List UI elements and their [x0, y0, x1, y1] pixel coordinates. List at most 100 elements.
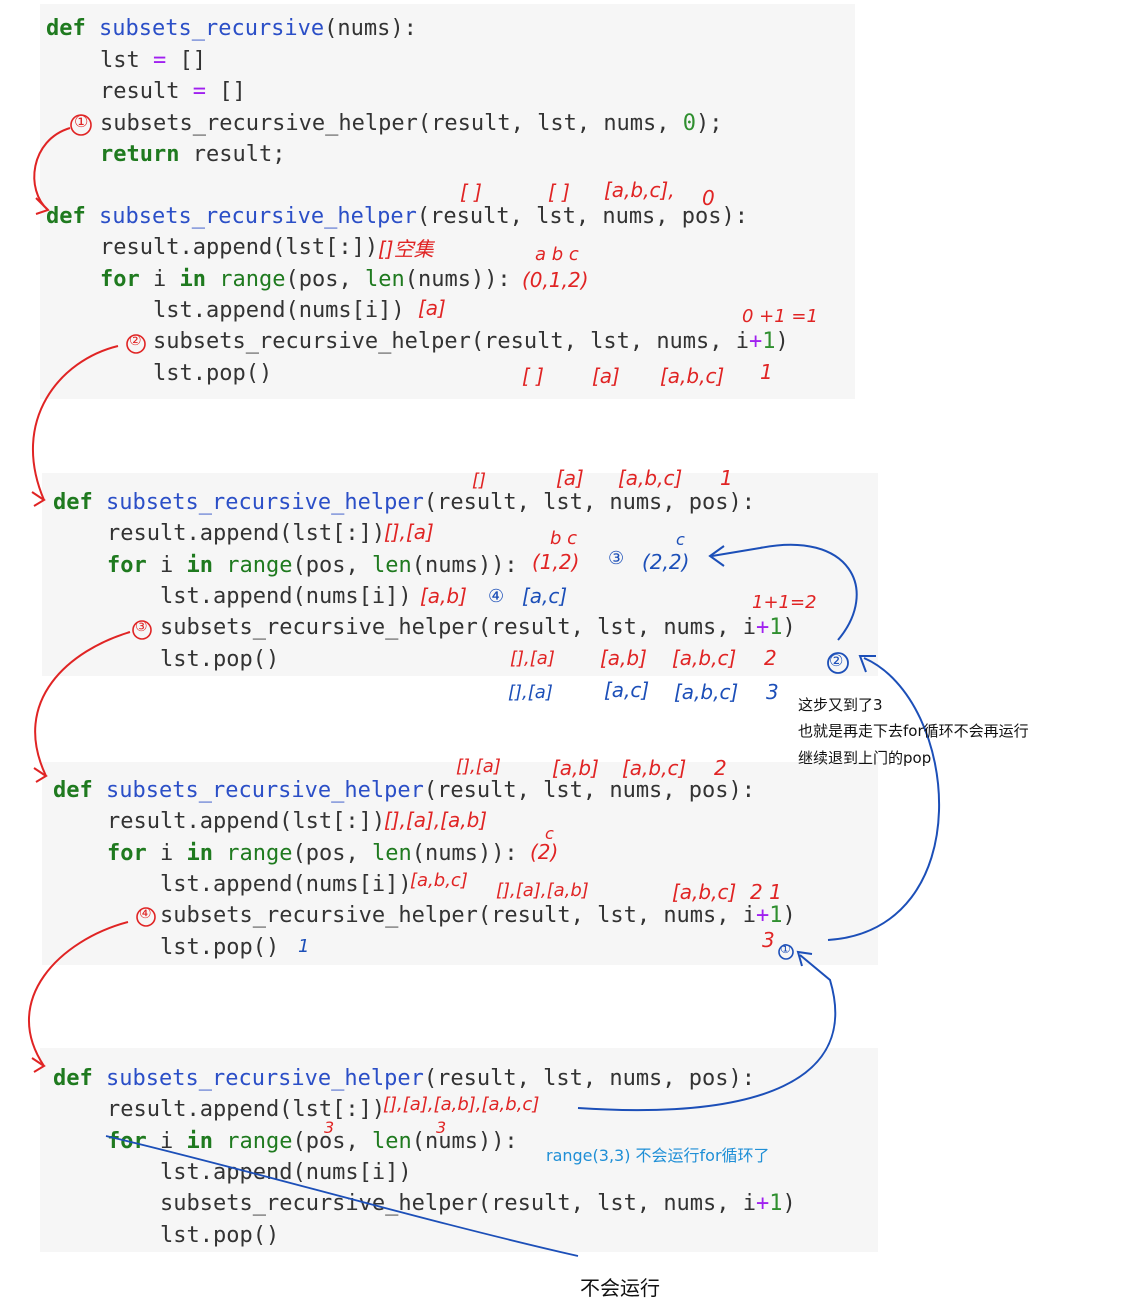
annotation-b3-calc: 1+1=2 — [752, 592, 817, 613]
annotation-b3-val-nums: [a,b,c] — [672, 646, 737, 670]
annotation-step-1: ① — [74, 112, 89, 131]
code-line-for-4: for i in range(pos, len(nums)): — [107, 1129, 518, 1154]
annotation-b3-arg-result: [] — [472, 470, 487, 491]
red-arrow-2-head — [31, 491, 46, 507]
code-line-pop-1: lst.pop() — [153, 361, 273, 386]
annotation-b3-arg-nums: [a,b,c] — [618, 466, 683, 490]
annotation-b2-calc: 0 +1 =1 — [742, 306, 818, 327]
code-line-result-init: result = [] — [100, 79, 246, 104]
code-line-def-subsets: def subsets_recursive(nums): — [46, 16, 417, 41]
blue-arrow-return-1-head — [708, 545, 725, 567]
red-arrow-4 — [28, 921, 129, 1067]
annotation-b5-three-a: 3 — [324, 1118, 335, 1137]
blue-arrow-return-3-head — [796, 950, 813, 967]
code-line-first-call: subsets_recursive_helper(result, lst, nu… — [100, 111, 723, 136]
code-line-for-3: for i in range(pos, len(nums)): — [107, 841, 518, 866]
code-line-for-2: for i in range(pos, len(nums)): — [107, 553, 518, 578]
code-block-1 — [40, 4, 855, 399]
code-line-helper-def-1: def subsets_recursive_helper(result, lst… — [46, 204, 749, 229]
annotation-b4-val-result: [],[a],[a,b] — [496, 880, 589, 901]
annotation-b3-result: [],[a] — [384, 520, 434, 544]
annotation-b3-range-letters: b c — [550, 528, 578, 549]
annotation-b2-result: []空集 — [378, 237, 434, 261]
code-line-result-append-1: result.append(lst[:]) — [100, 235, 379, 260]
annotation-step-2: ② — [129, 333, 142, 349]
code-line-recursive-call-2: subsets_recursive_helper(result, lst, nu… — [160, 615, 796, 640]
annotation-step-3: ③ — [135, 619, 148, 635]
annotation-b4-pop-mark: 1 — [298, 936, 310, 957]
annotation-b4-val-nums: [a,b,c] — [672, 880, 737, 904]
annotation-b5-three-b: 3 — [436, 1118, 447, 1137]
annotation-b5-result: [],[a],[a,b],[a,b,c] — [383, 1094, 540, 1115]
annotation-b3-range-blue: (2,2) — [642, 550, 690, 574]
annotation-b3-step-4-blue: ④ — [488, 586, 505, 607]
annotation-b4-arg-pos: 2 — [714, 756, 727, 780]
annotation-b4-three: 3 — [762, 928, 775, 952]
annotation-b3-blue-val-pos: 3 — [766, 680, 779, 704]
annotation-b2-arg-result: [ ] — [460, 180, 482, 204]
red-arrow-1 — [33, 127, 71, 211]
code-line-lst-append-3: lst.append(nums[i]) — [160, 872, 412, 897]
annotation-b3-step-3-blue: ③ — [608, 548, 625, 569]
blue-arrow-return-2 — [827, 657, 941, 941]
red-arrow-2 — [32, 345, 119, 501]
code-line-pop-3: lst.pop() — [160, 935, 280, 960]
annotation-b2-arg-nums: [a,b,c], — [604, 178, 675, 202]
red-arrow-3-head — [33, 767, 48, 783]
code-block-4 — [40, 1048, 878, 1252]
code-line-helper-def-2: def subsets_recursive_helper(result, lst… — [53, 490, 756, 515]
annotation-b4-lst: [a,b,c] — [410, 870, 468, 891]
annotation-b4-arg-lst: [a,b] — [552, 756, 599, 780]
annotation-b2-val-pos: 1 — [760, 360, 773, 384]
annotation-b2-val-lst: [a] — [592, 364, 620, 388]
code-block-2 — [42, 473, 878, 676]
annotation-b3-val-lst: [a,b] — [600, 646, 647, 670]
annotation-b3-blue-val-nums: [a,b,c] — [674, 680, 739, 704]
annotation-b3-val-pos: 2 — [764, 646, 777, 670]
code-line-result-append-2: result.append(lst[:]) — [107, 521, 386, 546]
code-line-for-1: for i in range(pos, len(nums)): — [100, 267, 511, 292]
code-block-3 — [42, 762, 878, 965]
annotation-step-4: ④ — [139, 906, 152, 922]
code-line-helper-def-4: def subsets_recursive_helper(result, lst… — [53, 1066, 756, 1091]
annotation-b3-lst: [a,b] — [420, 584, 467, 608]
code-line-return: return result; — [100, 142, 286, 167]
annotation-b3-range: (1,2) — [532, 550, 580, 574]
red-arrow-4-head — [31, 1057, 46, 1073]
annotation-b4-circle-1: ① — [780, 942, 791, 956]
annotation-b4-range-letter: c — [545, 824, 554, 843]
code-line-pop-4: lst.pop() — [160, 1223, 280, 1248]
annotation-b2-lst: [a] — [418, 296, 446, 320]
annotation-b4-val-pos: 2 1 — [750, 880, 782, 904]
red-arrow-1-head — [35, 197, 50, 215]
annotation-b3-arg-lst: [a] — [556, 466, 584, 490]
annotation-b2-arg-pos: 0 — [702, 186, 715, 210]
annotation-b3-blue-val-lst: [a,c] — [604, 678, 650, 702]
code-line-pop-2: lst.pop() — [160, 647, 280, 672]
blue-arrow-return-2-head — [858, 655, 876, 673]
note-line-2: 也就是再走下去for循环不会再运行 — [798, 722, 1029, 740]
annotation-b2-range: (0,1,2) — [522, 268, 589, 292]
code-line-lst-init: lst = [] — [100, 48, 206, 73]
annotation-b3-circle-2: ② — [829, 651, 844, 670]
note-range-3-3: range(3,3) 不会运行for循环了 — [546, 1146, 770, 1165]
code-line-lst-append-1: lst.append(nums[i]) — [153, 298, 405, 323]
annotation-b4-arg-result: [],[a] — [456, 756, 501, 777]
code-line-lst-append-4: lst.append(nums[i]) — [160, 1160, 412, 1185]
annotation-b4-arg-nums: [a,b,c] — [622, 756, 687, 780]
annotation-b3-blue-val-result: [],[a] — [508, 682, 553, 703]
blue-strike-line — [105, 1135, 579, 1257]
code-line-result-append-3: result.append(lst[:]) — [107, 809, 386, 834]
blue-arrow-return-1 — [711, 543, 858, 641]
code-line-result-append-4: result.append(lst[:]) — [107, 1097, 386, 1122]
code-line-recursive-call-4: subsets_recursive_helper(result, lst, nu… — [160, 1191, 796, 1216]
annotation-b4-result: [],[a],[a,b] — [384, 808, 488, 832]
code-line-recursive-call-1: subsets_recursive_helper(result, lst, nu… — [153, 329, 789, 354]
note-line-3: 继续退到上门的pop — [798, 749, 932, 767]
annotation-b3-range-blue-letter: c — [676, 530, 685, 549]
note-line-1: 这步又到了3 — [798, 696, 883, 714]
annotation-b2-val-nums: [a,b,c] — [660, 364, 725, 388]
annotation-b2-arg-lst: [ ] — [548, 180, 570, 204]
code-line-recursive-call-3: subsets_recursive_helper(result, lst, nu… — [160, 903, 796, 928]
